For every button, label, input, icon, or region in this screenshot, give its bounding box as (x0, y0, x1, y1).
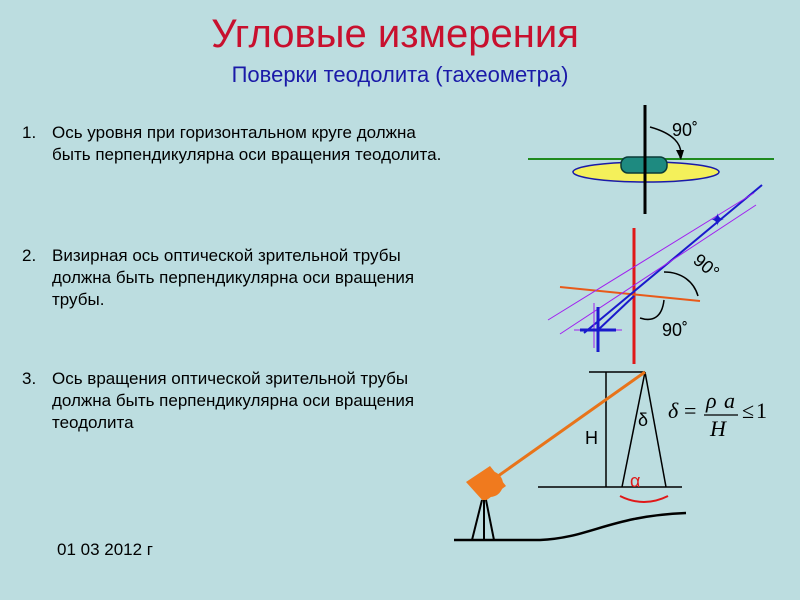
list-item-text: Ось уровня при горизонтальном круге долж… (52, 123, 442, 164)
page-subtitle: Поверки теодолита (тахеометра) (231, 62, 569, 87)
instrument-head (477, 471, 503, 497)
list-item-number: 1. (22, 123, 37, 142)
alpha-label: α (630, 471, 640, 491)
delta-label: δ (638, 410, 648, 430)
arrow-head (676, 150, 684, 160)
ground-line (454, 511, 687, 542)
inclination-diagram: H δ α (454, 370, 687, 542)
sight-line (583, 184, 763, 334)
telescope-line (597, 295, 635, 331)
angle-label: 90˚ (662, 320, 688, 340)
date-label: 01 03 2012 г (57, 540, 154, 559)
target-mark-icon: ✦ (710, 210, 725, 231)
tripod-leg (471, 499, 483, 541)
formula-leq: ≤ (742, 398, 754, 423)
list-item-text: Визирная ось оптической зрительной трубы… (52, 246, 415, 309)
level-axis-diagram: 90˚ (528, 105, 774, 214)
triangle-right (644, 371, 667, 488)
angle-label: 90˚ (672, 120, 698, 140)
list-item-number: 3. (22, 369, 37, 388)
alpha-arc (619, 495, 669, 503)
formula-one: 1 (756, 398, 767, 423)
angle-arc (639, 299, 665, 321)
triangle-left (621, 371, 646, 488)
list-item-text: Ось вращения оптической зрительной трубы… (52, 369, 415, 432)
violet-line-1 (547, 192, 755, 321)
formula-equals: = (684, 398, 696, 423)
theodolite-icon (466, 466, 506, 541)
formula: δ = ρ a H ≤ 1 (668, 388, 767, 441)
formula-h: H (709, 416, 727, 441)
formula-a: a (724, 388, 735, 413)
list-item-number: 2. (22, 246, 37, 265)
violet-line-2 (559, 204, 757, 335)
page-title: Угловые измерения (211, 12, 579, 56)
formula-delta: δ (668, 398, 679, 423)
line-of-sight (483, 370, 646, 488)
formula-rho: ρ (705, 388, 717, 413)
angle-arc (663, 271, 699, 297)
angle-label: 90° (689, 250, 723, 283)
height-label: H (585, 428, 598, 448)
collimation-diagram: ✦ 90° 90˚ (547, 184, 763, 364)
tripod-leg (485, 499, 495, 541)
